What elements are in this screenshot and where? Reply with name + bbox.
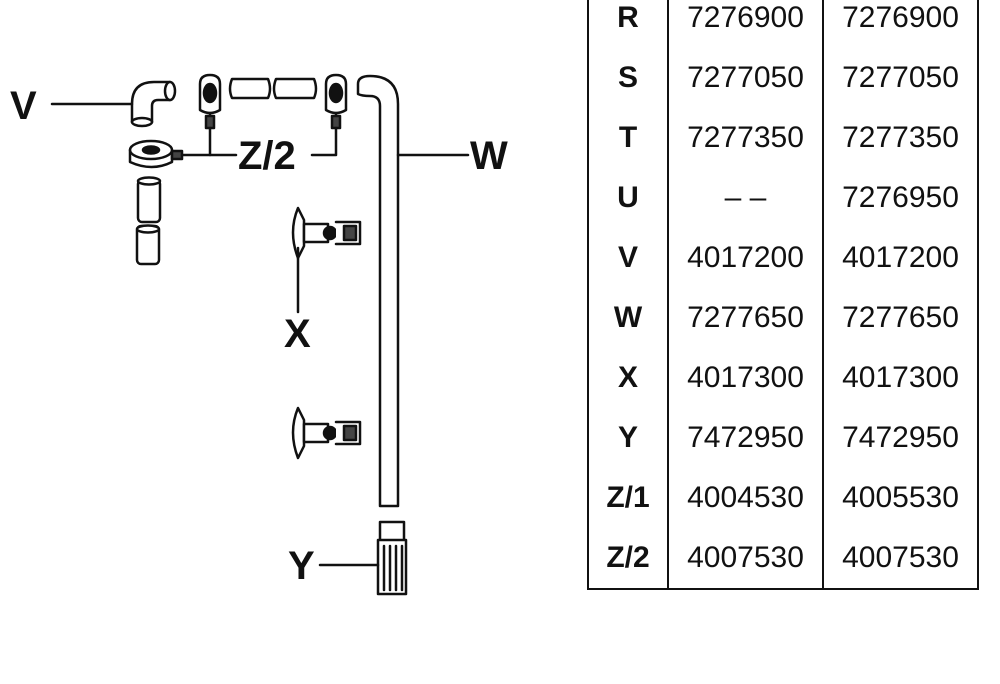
part-number-cell: 4005530 [822, 468, 979, 528]
table-row: T 7277350 7277350 [587, 108, 979, 168]
part-number-cell: – – [667, 168, 824, 228]
part-number-cell: 4017200 [667, 228, 824, 288]
table-row: X 4017300 4017300 [587, 348, 979, 408]
part-number-cell: 7277650 [667, 288, 824, 348]
parts-diagram: V Z/2 W X Y [10, 73, 508, 596]
part-code-cell: X [587, 348, 669, 408]
tube-segment-upper [136, 176, 162, 224]
leader-line-z2 [208, 126, 338, 157]
callout-label-x: X [284, 312, 311, 356]
part-number-cell: 7277650 [822, 288, 979, 348]
part-code-cell: W [587, 288, 669, 348]
part-number-cell: 7276900 [822, 0, 979, 48]
callout-label-v: V [10, 84, 37, 128]
callout-label-w: W [470, 134, 508, 178]
part-code-cell: Z/1 [587, 468, 669, 528]
table-row: R 7276900 7276900 [587, 0, 979, 48]
part-number-cell: 7277350 [667, 108, 824, 168]
part-number-cell: 7277350 [822, 108, 979, 168]
part-number-cell: 4017300 [667, 348, 824, 408]
part-number-cell: 4007530 [667, 528, 824, 590]
table-row: W 7277650 7277650 [587, 288, 979, 348]
tube-clamp [128, 139, 212, 169]
intake-strainer [376, 520, 408, 596]
part-number-cell: 7472950 [822, 408, 979, 468]
table-row: U – – 7276950 [587, 168, 979, 228]
part-code-cell: T [587, 108, 669, 168]
hose-segment-right [272, 77, 318, 100]
callout-label-y: Y [288, 544, 315, 588]
part-number-cell: 4007530 [822, 528, 979, 590]
table-row: Z/2 4007530 4007530 [587, 528, 979, 590]
part-code-cell: Y [587, 408, 669, 468]
part-code-cell: S [587, 48, 669, 108]
table-row: V 4017200 4017200 [587, 228, 979, 288]
elbow-fitting [130, 80, 177, 128]
part-code-cell: R [587, 0, 669, 48]
suction-cup-lower [291, 406, 362, 460]
intake-pipe [356, 74, 400, 508]
part-number-cell: 7277050 [822, 48, 979, 108]
hose-segment-left [228, 77, 272, 100]
tube-segment-lower [135, 224, 161, 266]
part-number-cell: 4017300 [822, 348, 979, 408]
part-number-cell: 4004530 [667, 468, 824, 528]
parts-number-table: R 7276900 7276900 S 7277050 7277050 T 72… [587, 0, 979, 590]
hose-connector-right [324, 73, 348, 130]
part-number-cell: 7277050 [667, 48, 824, 108]
part-number-cell: 7472950 [667, 408, 824, 468]
table-row: Y 7472950 7472950 [587, 408, 979, 468]
suction-cup-upper [291, 206, 362, 260]
part-code-cell: Z/2 [587, 528, 669, 590]
table-row: Z/1 4004530 4005530 [587, 468, 979, 528]
callout-label-z2: Z/2 [238, 134, 296, 178]
part-code-cell: U [587, 168, 669, 228]
part-code-cell: V [587, 228, 669, 288]
part-number-cell: 7276950 [822, 168, 979, 228]
hose-connector-left [198, 73, 222, 130]
part-number-cell: 7276900 [667, 0, 824, 48]
part-number-cell: 4017200 [822, 228, 979, 288]
table-row: S 7277050 7277050 [587, 48, 979, 108]
